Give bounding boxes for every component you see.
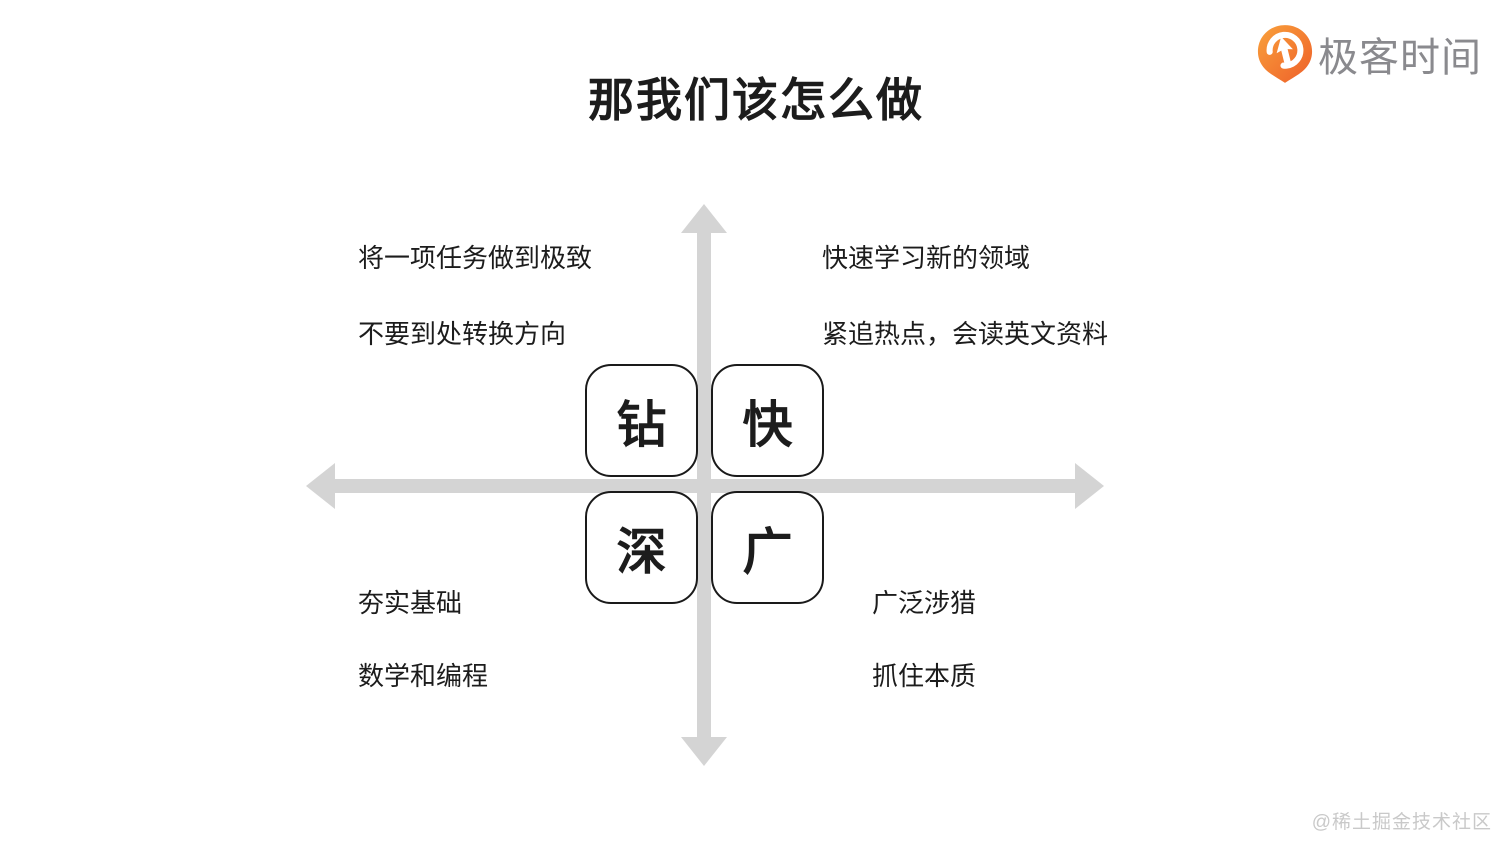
quadrant-bottom-left-line2: 数学和编程 — [358, 661, 489, 691]
geektime-pin-icon — [1257, 25, 1313, 83]
keyword-box-drill: 钻 — [585, 364, 698, 477]
quadrant-top-right-line1: 快速学习新的领域 — [822, 243, 1031, 273]
page-title: 那我们该怎么做 — [588, 74, 924, 126]
quadrant-bottom-left-line1: 夯实基础 — [358, 588, 463, 618]
arrow-up-icon — [681, 204, 727, 233]
keyword-box-broad: 广 — [711, 491, 824, 604]
arrow-right-icon — [1075, 463, 1104, 509]
keyword-box-fast: 快 — [711, 364, 824, 477]
arrow-left-icon — [306, 463, 335, 509]
keyword-box-deep: 深 — [585, 491, 698, 604]
vertical-axis-line — [697, 231, 711, 739]
geektime-logo: 极客时间 — [1257, 24, 1482, 84]
watermark: @稀土掘金技术社区 — [1311, 812, 1492, 833]
quadrant-top-left-line2: 不要到处转换方向 — [358, 319, 567, 349]
quadrant-bottom-right-line1: 广泛涉猎 — [872, 588, 977, 618]
quadrant-top-right-line2: 紧追热点，会读英文资料 — [822, 319, 1109, 349]
horizontal-axis-line — [333, 479, 1077, 493]
quadrant-bottom-right-line2: 抓住本质 — [872, 661, 977, 691]
geektime-logo-text: 极客时间 — [1318, 36, 1482, 80]
quadrant-top-left-line1: 将一项任务做到极致 — [358, 243, 593, 273]
arrow-down-icon — [681, 737, 727, 766]
